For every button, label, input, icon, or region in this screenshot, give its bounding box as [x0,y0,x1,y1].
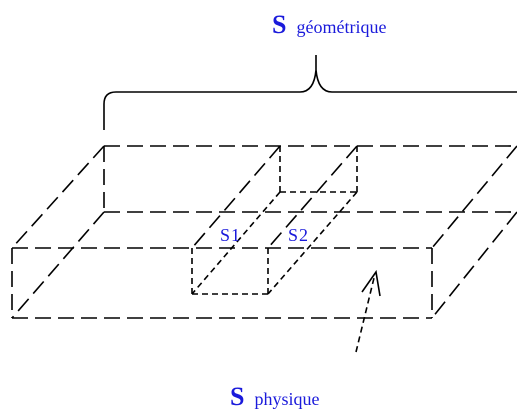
top-label-word: géométrique [296,17,386,37]
groove-top-right-diagonal [267,145,358,249]
brace [103,55,517,130]
s2-label: S2 [288,225,308,245]
s1-label: S1 [220,225,240,245]
s2-index: 2 [299,225,308,245]
groove-bottom-left-diagonal [191,191,281,295]
top-label-letter: S [272,10,286,39]
arrow-head [361,269,381,297]
top-label: S géométrique [272,10,386,39]
slab-top-right-edge [431,145,517,249]
arrow-shaft [355,277,375,353]
bottom-label: S physique [230,382,319,411]
slab-bottom-right-diagonal [431,211,517,319]
s2-letter: S [288,225,298,245]
groove-bottom-right-diagonal [267,191,358,295]
slab-bottom-left-diagonal [11,211,105,319]
bottom-label-letter: S [230,382,244,411]
bottom-label-word: physique [254,389,319,409]
s1-index: 1 [231,225,240,245]
slab-top-left-edge [11,145,105,249]
s1-letter: S [220,225,230,245]
